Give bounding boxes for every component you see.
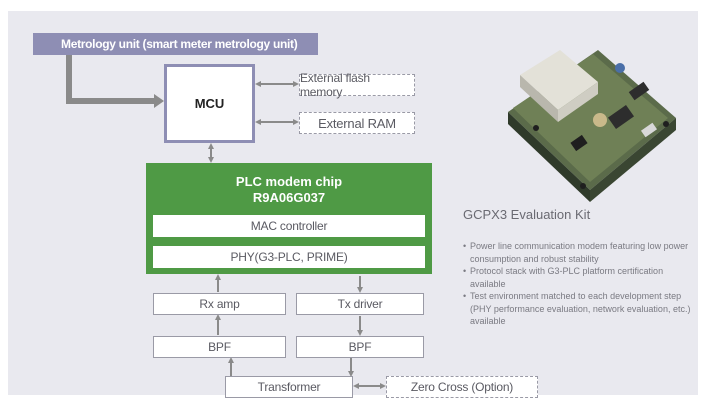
plc-chip-title-line1: PLC modem chip [235,174,343,189]
evaluation-kit-title: GCPX3 Evaluation Kit [463,207,591,222]
mac-controller-box: MAC controller [153,215,425,237]
mac-controller-label: MAC controller [250,219,328,233]
external-flash-label: External flash memory [300,71,370,99]
metrology-unit-bar: Metrology unit (smart meter metrology un… [33,33,318,55]
rx-amp-box: Rx amp [153,293,286,315]
bpf-left-label: BPF [208,340,231,354]
feature-item: Power line communication modem featuring… [463,240,695,265]
phy-box: PHY(G3-PLC, PRIME) [153,246,425,268]
mcu-block: MCU [164,64,255,143]
mcu-label: MCU [194,96,225,111]
external-flash-memory-box: External flash memory [299,71,415,99]
metrology-to-mcu-connector [66,55,158,104]
tx-driver-label: Tx driver [337,297,383,311]
transformer-box: Transformer [225,376,353,398]
zero-cross-label: Zero Cross (Option) [410,380,514,394]
rx-amp-label: Rx amp [199,297,240,311]
bpf-left-box: BPF [153,336,286,358]
plc-chip-title: PLC modem chip R9A06G037 [146,174,432,206]
zero-cross-box: Zero Cross (Option) [386,376,538,398]
tx-driver-box: Tx driver [296,293,424,315]
plc-chip-part-number: R9A06G037 [252,190,326,205]
phy-label: PHY(G3-PLC, PRIME) [230,250,348,264]
bpf-right-box: BPF [296,336,424,358]
external-ram-box: External RAM [299,112,415,134]
evaluation-kit-features: Power line communication modem featuring… [463,240,695,328]
external-ram-label: External RAM [318,115,396,131]
feature-item: Protocol stack with G3-PLC platform cert… [463,265,695,290]
feature-item: Test environment matched to each develop… [463,290,695,328]
bpf-right-label: BPF [348,340,372,354]
evaluation-board-image [508,50,676,202]
transformer-label: Transformer [257,380,321,394]
metrology-to-mcu-arrowhead [154,94,164,108]
